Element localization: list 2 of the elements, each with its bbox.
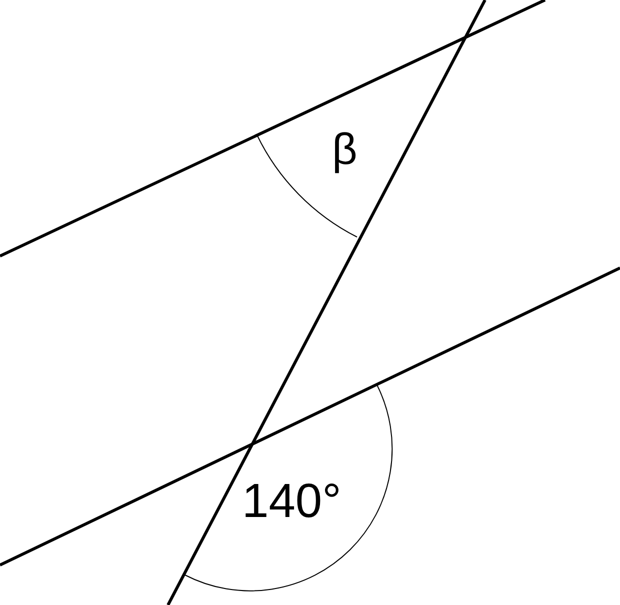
angle-label: β: [332, 128, 358, 172]
angle-label: 140°: [242, 478, 342, 526]
